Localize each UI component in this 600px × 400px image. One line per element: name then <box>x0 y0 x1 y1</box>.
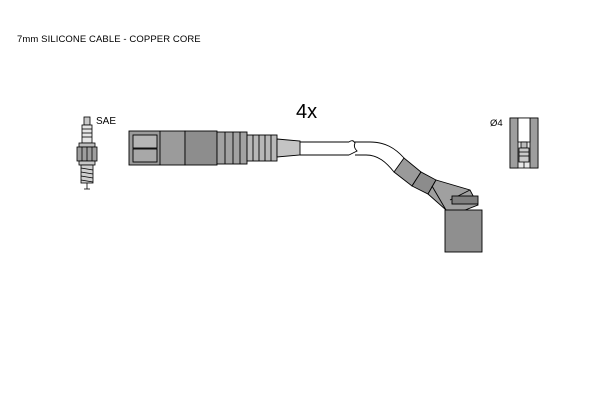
terminal-section-icon <box>509 117 539 169</box>
spark-plug-type-label: SAE <box>96 116 117 127</box>
cable-spec-caption: 7mm SILICONE CABLE - COPPER CORE <box>17 34 201 45</box>
angled-coil-boot <box>393 157 483 253</box>
terminal-diameter-label: Ø4 <box>490 118 503 129</box>
straight-plug-boot <box>128 130 301 166</box>
quantity-label: 4x <box>296 101 318 123</box>
spark-plug-icon <box>76 116 98 190</box>
ignition-cable <box>300 140 405 173</box>
